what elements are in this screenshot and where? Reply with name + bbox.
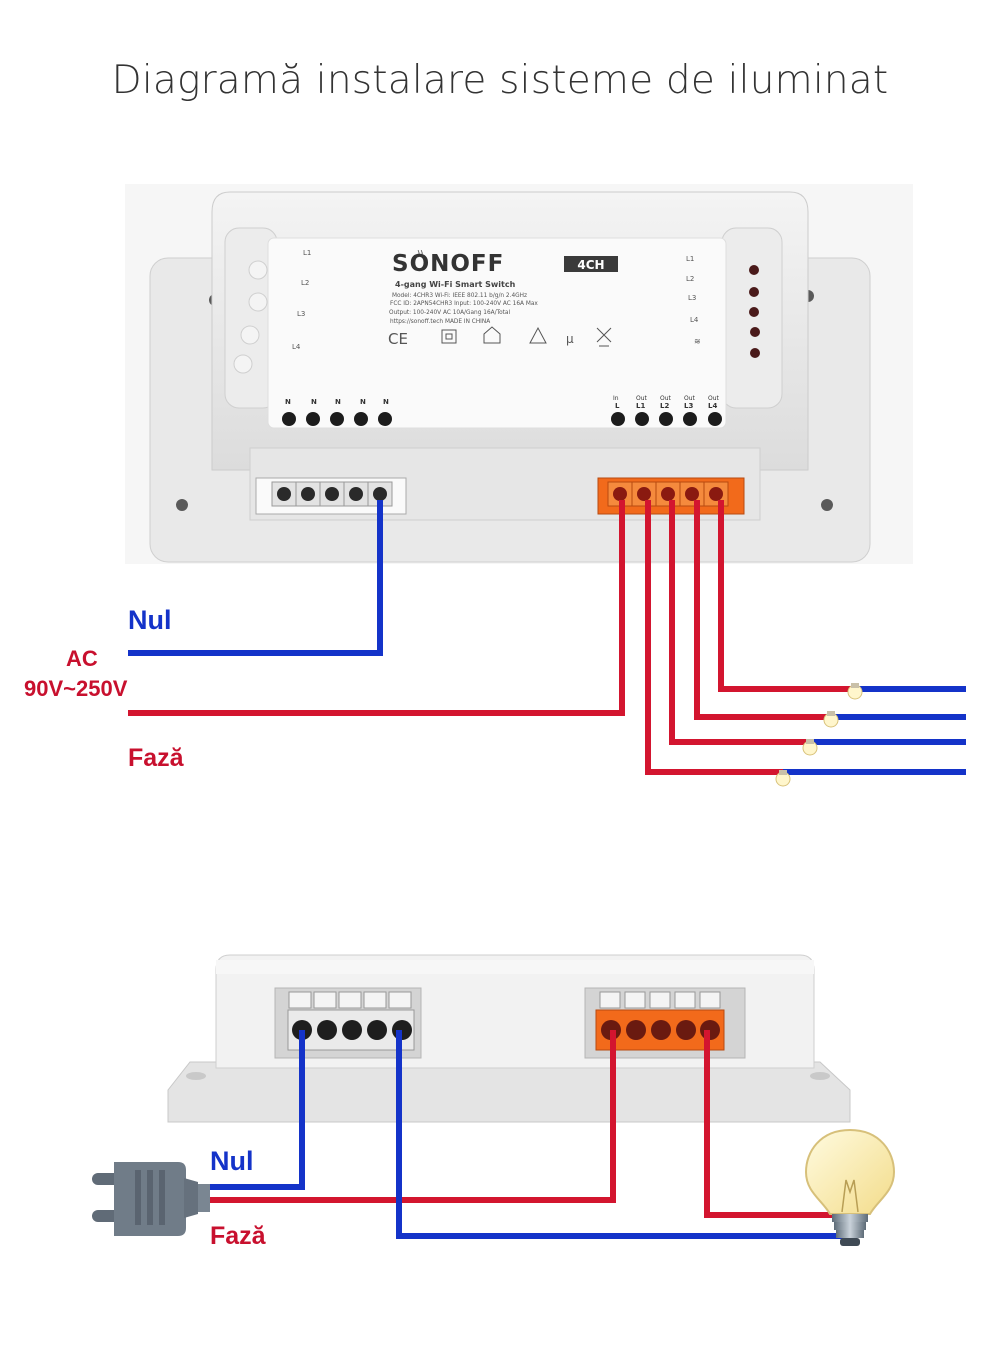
led-label-l2: L2	[301, 279, 309, 287]
page-title: Diagramă instalare sisteme de iluminat	[111, 58, 889, 103]
power-plug-icon	[92, 1162, 210, 1236]
led-label-l1: L1	[303, 249, 311, 257]
channel-button[interactable]	[233, 354, 253, 374]
lamp-icon	[823, 711, 839, 728]
led-label-r1: L1	[686, 255, 694, 263]
led-label-l4: L4	[292, 343, 301, 351]
label-phase-bottom: Fază	[210, 1222, 266, 1250]
indicator-dot	[749, 287, 759, 297]
neutral-terminal-block	[255, 477, 407, 515]
output-wire-l4	[718, 500, 855, 692]
brand-logo: SONOFF	[392, 251, 504, 277]
weee-icon	[596, 327, 612, 347]
output-terminal-labels: In Out Out Out Out	[613, 395, 720, 402]
label-neutral-bottom: Nul	[210, 1146, 254, 1176]
spec-line: Output: 100-240V AC 10A/Gang 16A/Total	[389, 310, 510, 316]
indicator-dot	[749, 307, 759, 317]
sonoff-device-bottom	[167, 954, 851, 1123]
svg-text:N: N	[311, 398, 317, 406]
svg-text:In: In	[613, 395, 619, 402]
output-terminal-names: L L1 L2 L3 L4	[615, 402, 717, 410]
led-label-l3: L3	[297, 310, 305, 318]
svg-text:Out: Out	[636, 395, 648, 402]
label-voltage: 90V~250V	[24, 676, 128, 701]
spec-line: FCC ID: 2APN54CHR3 Input: 100-240V AC 16…	[390, 301, 538, 307]
indicator-dot	[750, 348, 760, 358]
neutral-terminal-labels: N N N N N	[285, 398, 389, 406]
warning-icon	[529, 326, 547, 344]
signal-icon: ))	[417, 249, 423, 258]
svg-text:L4: L4	[708, 402, 717, 410]
lamp-icon	[775, 770, 791, 787]
lamp-icon	[847, 683, 863, 700]
neutral-terminal-block-bottom	[287, 991, 415, 1051]
phase-wire	[128, 500, 625, 716]
svg-text:N: N	[335, 398, 341, 406]
spec-line: https://sonoff.tech MADE IN CHINA	[390, 319, 490, 325]
indoor-icon	[483, 326, 501, 344]
lamp-icon	[802, 739, 818, 756]
sonoff-device-top: L1 L2 L3 L4 L1 L2 L3 L4 ≋ SONOFF )) 4CH …	[125, 184, 913, 564]
neutral-wire-bottom	[208, 1030, 305, 1190]
bottom-wiring	[208, 1030, 845, 1239]
label-neutral-top: Nul	[128, 605, 172, 635]
led-label-r2: L2	[686, 275, 694, 283]
svg-text:N: N	[360, 398, 366, 406]
label-phase-top: Fază	[128, 744, 184, 772]
device-subtitle: 4-gang Wi-Fi Smart Switch	[395, 280, 516, 289]
wifi-icon: ≋	[694, 337, 701, 346]
light-bulb-icon	[804, 1128, 896, 1246]
channel-button[interactable]	[248, 292, 268, 312]
small-lamps	[775, 683, 863, 787]
lamp-phase-wire-bottom	[704, 1030, 838, 1218]
ce-icon: CE	[388, 330, 408, 348]
svg-text:N: N	[285, 398, 291, 406]
output-terminal-block-bottom	[595, 991, 725, 1051]
svg-text:L2: L2	[660, 402, 669, 410]
indicator-dot	[749, 265, 759, 275]
svg-text:N: N	[383, 398, 389, 406]
neutral-wire	[128, 500, 383, 656]
mount-hole	[821, 499, 833, 511]
led-label-r4: L4	[690, 316, 699, 324]
badge-4ch: 4CH	[577, 258, 604, 272]
indicator-dot	[750, 327, 760, 337]
output-wire-l1	[645, 500, 783, 775]
svg-text:Out: Out	[684, 395, 696, 402]
channel-button[interactable]	[248, 260, 268, 280]
channel-button[interactable]	[240, 325, 260, 345]
phase-wire-bottom	[208, 1030, 616, 1203]
svg-text:Out: Out	[660, 395, 672, 402]
micro-icon: μ	[566, 332, 574, 346]
output-wire-l2	[669, 500, 810, 745]
svg-text:Out: Out	[708, 395, 720, 402]
led-label-r3: L3	[688, 294, 696, 302]
spec-line: Model: 4CHR3 Wi-Fi: IEEE 802.11 b/g/n 2.…	[392, 293, 527, 299]
svg-text:L: L	[615, 402, 620, 410]
badge-box	[564, 256, 618, 272]
top-wiring	[128, 500, 966, 775]
lamp-neutral-wire-bottom	[396, 1030, 845, 1239]
output-wire-l3	[694, 500, 830, 720]
svg-text:L1: L1	[636, 402, 645, 410]
label-ac: AC	[66, 646, 98, 671]
double-insulation-icon	[441, 329, 457, 344]
mount-hole	[176, 499, 188, 511]
svg-text:L3: L3	[684, 402, 693, 410]
